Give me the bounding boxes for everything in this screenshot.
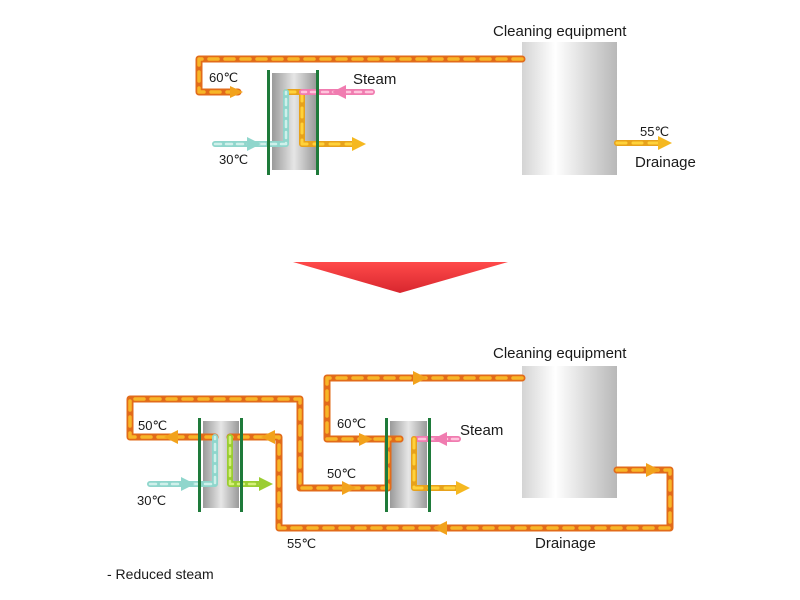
flow-arrow-icon xyxy=(181,477,195,491)
hot-water-pipe xyxy=(195,55,526,96)
preheated-water-pipe xyxy=(227,434,265,487)
recovered-temp-label: 50℃ xyxy=(138,418,167,433)
tank-label: Cleaning equipment xyxy=(493,345,627,362)
steam-label: Steam xyxy=(460,422,503,439)
flow-arrow-icon xyxy=(261,430,275,444)
heated-water-pipe xyxy=(411,436,461,491)
cold-temp-label: 30℃ xyxy=(137,493,166,508)
heat-exchanger-frame xyxy=(428,418,431,512)
flow-arrow-icon xyxy=(332,85,346,99)
cold-temp-label: 30℃ xyxy=(219,152,248,167)
flow-arrow-icon xyxy=(230,86,243,98)
flow-arrow-icon xyxy=(433,521,447,535)
before-system: Cleaning equipment Steam 60℃ 30℃ 55℃ Dra… xyxy=(195,23,696,175)
cold-water-pipe xyxy=(212,89,289,147)
flow-arrow-icon xyxy=(359,433,373,446)
flow-arrow-icon xyxy=(352,137,366,151)
drain-temp-label: 55℃ xyxy=(287,536,316,551)
cleaning-tank-icon xyxy=(522,42,617,175)
cleaning-tank-icon xyxy=(522,366,617,498)
after-system: Cleaning equipment Steam 60℃ 50℃ 50℃ 30℃… xyxy=(126,345,674,552)
flow-arrow-icon xyxy=(646,463,660,477)
hot-temp-label: 60℃ xyxy=(337,416,366,431)
reduced-steam-note: - Reduced steam xyxy=(107,566,214,582)
flow-arrow-icon xyxy=(456,481,470,495)
down-arrow-icon xyxy=(293,262,508,293)
tank-label: Cleaning equipment xyxy=(493,23,627,40)
hot-temp-label: 60℃ xyxy=(209,70,238,85)
flow-arrow-icon xyxy=(342,481,356,495)
flow-arrow-icon xyxy=(164,430,178,444)
heat-exchanger-icon xyxy=(272,73,316,170)
flow-arrow-icon xyxy=(259,477,273,491)
drain-temp-label: 55℃ xyxy=(640,124,669,139)
heat-exchanger-frame xyxy=(316,70,319,175)
flow-arrow-icon xyxy=(658,136,672,150)
heat-exchanger-frame xyxy=(240,418,243,512)
heat-exchanger-frame xyxy=(267,70,270,175)
heat-exchanger-icon xyxy=(390,421,427,508)
cold-water-pipe xyxy=(147,434,218,487)
drain-label: Drainage xyxy=(635,154,696,171)
flow-arrow-icon xyxy=(433,432,447,446)
drain-label: Drainage xyxy=(535,535,596,552)
mid-temp-label: 50℃ xyxy=(327,466,356,481)
heat-exchanger-frame xyxy=(385,418,388,512)
flow-arrow-icon xyxy=(413,371,427,385)
steam-label: Steam xyxy=(353,71,396,88)
flow-arrow-icon xyxy=(247,137,261,151)
heated-water-pipe xyxy=(283,89,358,147)
heat-exchanger-frame xyxy=(198,418,201,512)
